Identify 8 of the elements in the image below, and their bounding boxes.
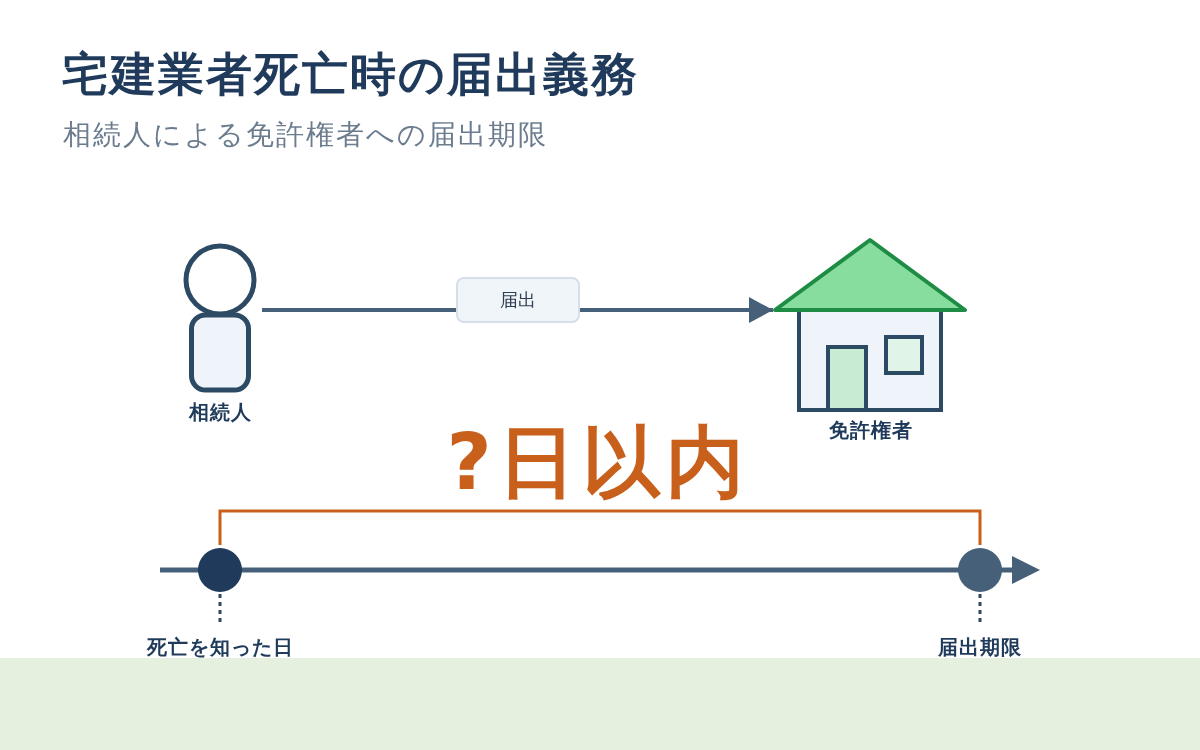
- edge-label: 届出: [455, 277, 580, 323]
- diagram-title: 宅建業者死亡時の届出義務: [62, 47, 639, 103]
- date-label: 死亡を知った日: [146, 635, 294, 659]
- subtitle: 相続人による免許権者への届出期限: [63, 118, 548, 152]
- node-label: 相続人: [188, 400, 252, 424]
- period-label: ?日以内: [446, 416, 750, 510]
- node-label: 免許権者: [829, 418, 913, 442]
- date-label: 届出期限: [938, 635, 1022, 659]
